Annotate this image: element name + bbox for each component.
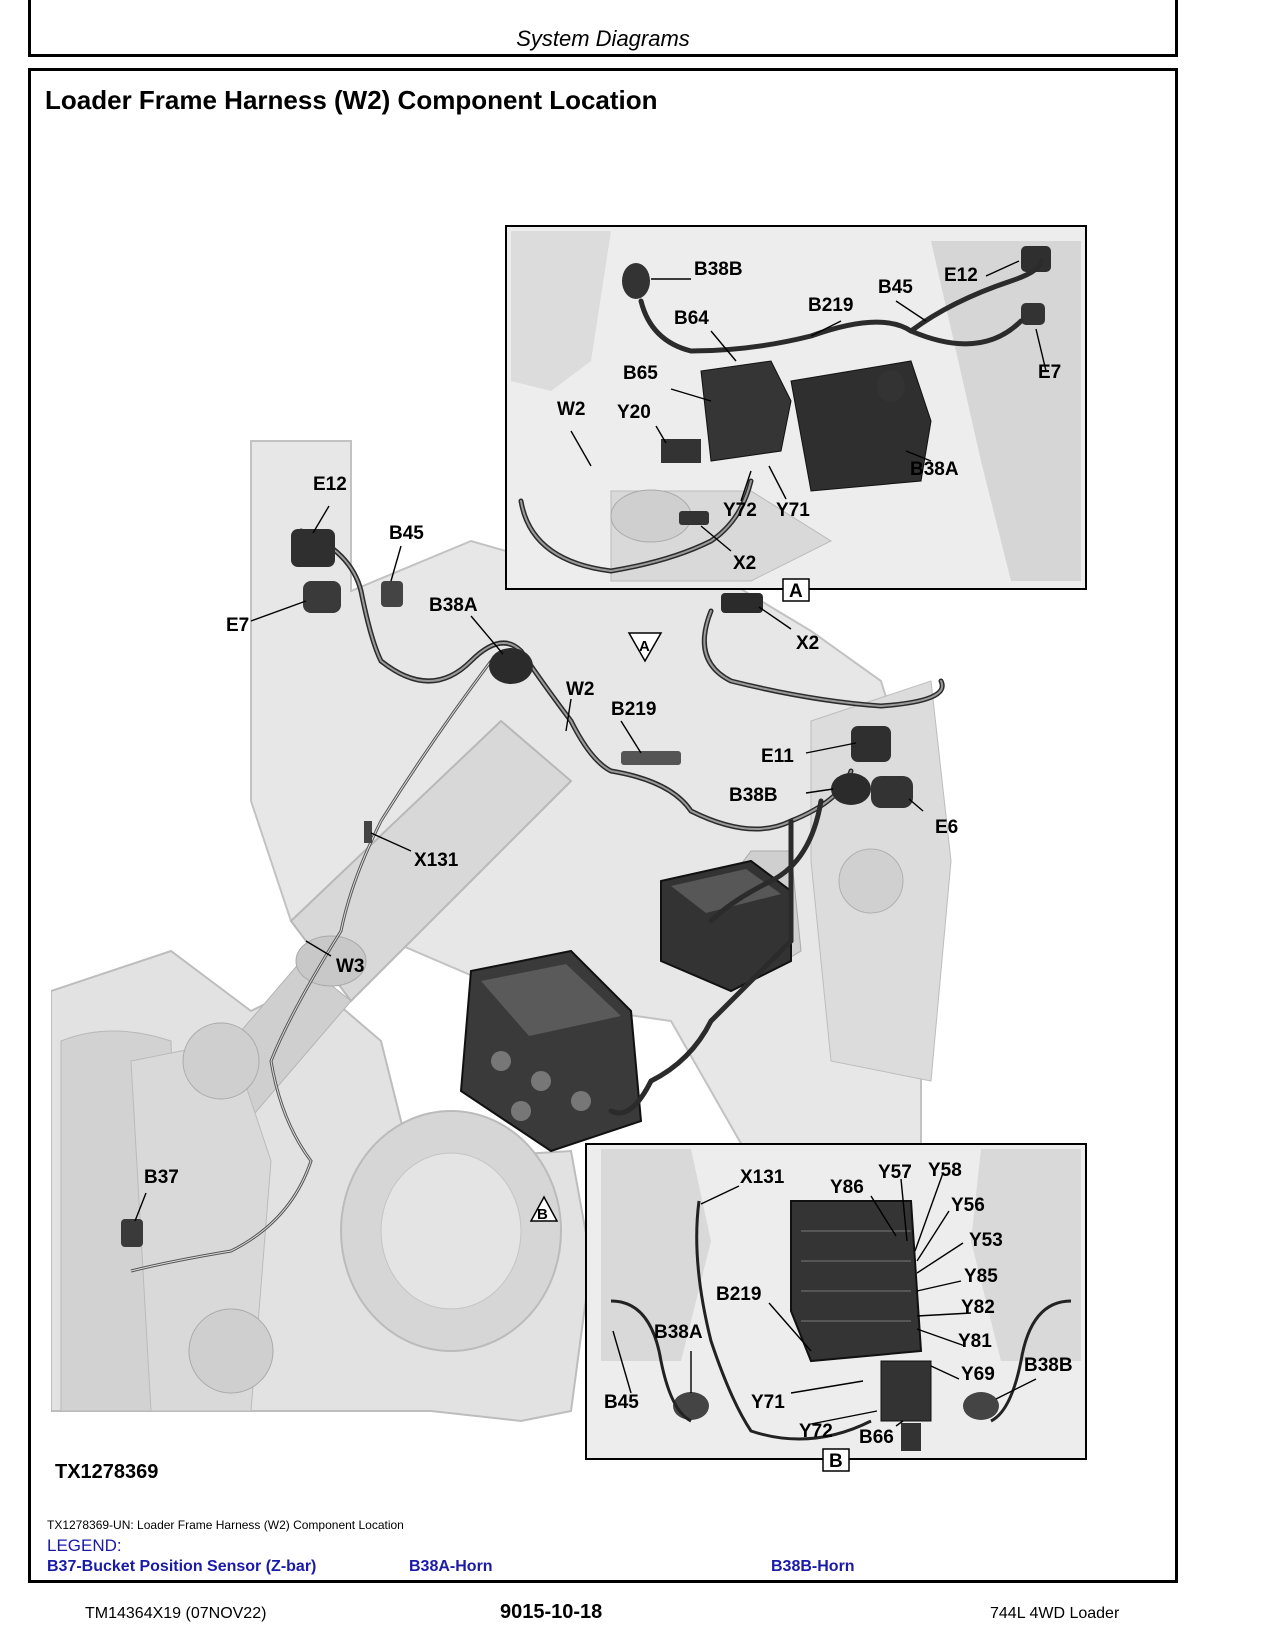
component-e11 xyxy=(851,726,891,762)
label-e12: E12 xyxy=(313,474,347,495)
label-e6: E6 xyxy=(935,817,958,838)
inset-a: B38B B64 B219 B45 E12 E7 B65 W2 Y20 B38A… xyxy=(505,225,1087,602)
figure-id: TX1278369 xyxy=(55,1461,158,1483)
inset-b-label-y58: Y58 xyxy=(928,1160,962,1181)
inset-b-label-x131: X131 xyxy=(740,1167,785,1188)
content-frame: Loader Frame Harness (W2) Component Loca… xyxy=(28,68,1178,1583)
label-e7: E7 xyxy=(226,615,249,636)
loader-frame-drawing xyxy=(51,440,952,1423)
inset-b-label-b66: B66 xyxy=(859,1427,894,1448)
inset-b-tag: B xyxy=(829,1451,843,1472)
inset-a-tag: A xyxy=(789,581,803,602)
view-marker-a: A xyxy=(627,632,663,663)
inset-b-label-b219: B219 xyxy=(716,1284,761,1305)
label-w2: W2 xyxy=(566,679,595,700)
component-b38b xyxy=(831,773,871,805)
inset-a-label-b64: B64 xyxy=(674,308,709,329)
inset-a-label-b38a: B38A xyxy=(910,459,959,480)
legend-title: LEGEND: xyxy=(47,1536,122,1555)
inset-a-label-y71: Y71 xyxy=(776,500,810,521)
inset-a-label-e12: E12 xyxy=(944,265,978,286)
component-b219 xyxy=(621,751,681,765)
component-b45 xyxy=(381,581,403,607)
inset-a-label-w2: W2 xyxy=(557,399,586,420)
component-b37 xyxy=(121,1219,143,1247)
pilot-valve-block xyxy=(660,859,792,993)
harness-diagram: E12 B45 E7 B38A W2 B219 X2 E11 B38B E6 X… xyxy=(51,225,1087,1483)
label-b38b: B38B xyxy=(729,785,778,806)
component-e6 xyxy=(871,776,913,808)
inset-b-label-y69: Y69 xyxy=(961,1364,995,1385)
inset-b-label-y81: Y81 xyxy=(958,1331,992,1352)
svg-text:B: B xyxy=(537,1206,548,1223)
main-labels: E12 B45 E7 B38A W2 B219 X2 E11 B38B E6 X… xyxy=(144,474,958,1188)
inset-b-label-b38a: B38A xyxy=(654,1322,703,1343)
footer-page-number: 9015-10-18 xyxy=(500,1601,603,1623)
inset-a-label-e7: E7 xyxy=(1038,362,1061,383)
inset-b-label-y85: Y85 xyxy=(964,1266,998,1287)
inset-a-label-y72: Y72 xyxy=(723,500,757,521)
component-x131 xyxy=(364,821,372,843)
inset-b-label-y57: Y57 xyxy=(878,1162,912,1183)
legend-item-b38a: B38A-Horn xyxy=(409,1558,493,1575)
footer-model: 744L 4WD Loader xyxy=(990,1605,1120,1622)
inset-b-label-y71: Y71 xyxy=(751,1392,785,1413)
component-b38a xyxy=(489,648,533,684)
section-title: Loader Frame Harness (W2) Component Loca… xyxy=(45,85,658,115)
page-header: System Diagrams xyxy=(28,0,1178,57)
component-e12 xyxy=(291,529,335,567)
harness-routing xyxy=(130,528,945,1273)
inset-b-label-y82: Y82 xyxy=(961,1297,995,1318)
view-marker-b: B xyxy=(529,1195,559,1223)
figure-caption: TX1278369-UN: Loader Frame Harness (W2) … xyxy=(47,1518,404,1532)
label-b45: B45 xyxy=(389,523,424,544)
inset-a-label-y20: Y20 xyxy=(617,402,651,423)
main-leaders xyxy=(134,505,924,1222)
svg-text:A: A xyxy=(639,638,650,655)
inset-a-label-b65: B65 xyxy=(623,363,658,384)
inset-b-label-b38b: B38B xyxy=(1024,1355,1073,1376)
label-b37: B37 xyxy=(144,1167,179,1188)
control-valve-stack xyxy=(459,949,643,1153)
inset-b-label-b45: B45 xyxy=(604,1392,639,1413)
inset-b-label-y56: Y56 xyxy=(951,1195,985,1216)
label-x2: X2 xyxy=(796,633,819,654)
inset-a-label-b38b: B38B xyxy=(694,259,743,280)
inset-b-label-y72: Y72 xyxy=(799,1421,833,1442)
header-title: System Diagrams xyxy=(516,26,690,51)
label-e11: E11 xyxy=(761,746,794,767)
label-b219: B219 xyxy=(611,699,656,720)
legend-item-b38b: B38B-Horn xyxy=(771,1558,855,1575)
legend-item-b37: B37-Bucket Position Sensor (Z-bar) xyxy=(47,1558,317,1575)
inset-b-label-y86: Y86 xyxy=(830,1177,864,1198)
component-x2 xyxy=(721,593,763,613)
label-x131: X131 xyxy=(414,850,459,871)
component-e7 xyxy=(303,581,341,613)
inset-a-label-b45: B45 xyxy=(878,277,913,298)
label-w3: W3 xyxy=(336,956,365,977)
inset-a-label-b219: B219 xyxy=(808,295,853,316)
footer-manual-id: TM14364X19 (07NOV22) xyxy=(85,1605,267,1622)
inset-b-label-y53: Y53 xyxy=(969,1230,1003,1251)
label-b38a: B38A xyxy=(429,595,478,616)
inset-b: X131 Y86 Y57 Y58 Y56 Y53 Y85 Y82 Y81 Y69… xyxy=(585,1143,1087,1472)
inset-a-label-x2: X2 xyxy=(733,553,756,574)
